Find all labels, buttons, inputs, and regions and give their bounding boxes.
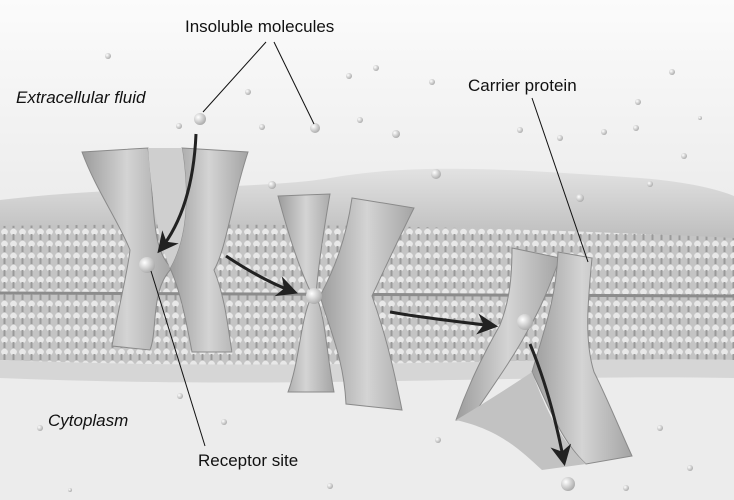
receptor-molecule-1	[139, 257, 155, 273]
receptor-molecule-2	[306, 288, 322, 304]
insoluble-molecules-label: Insoluble molecules	[185, 18, 334, 35]
cytoplasm-label: Cytoplasm	[48, 412, 128, 429]
extracellular-fluid-label: Extracellular fluid	[16, 89, 145, 106]
receptor-molecule-3	[517, 314, 533, 330]
carrier-protein-label: Carrier protein	[468, 77, 577, 94]
receptor-site-label: Receptor site	[198, 452, 298, 469]
